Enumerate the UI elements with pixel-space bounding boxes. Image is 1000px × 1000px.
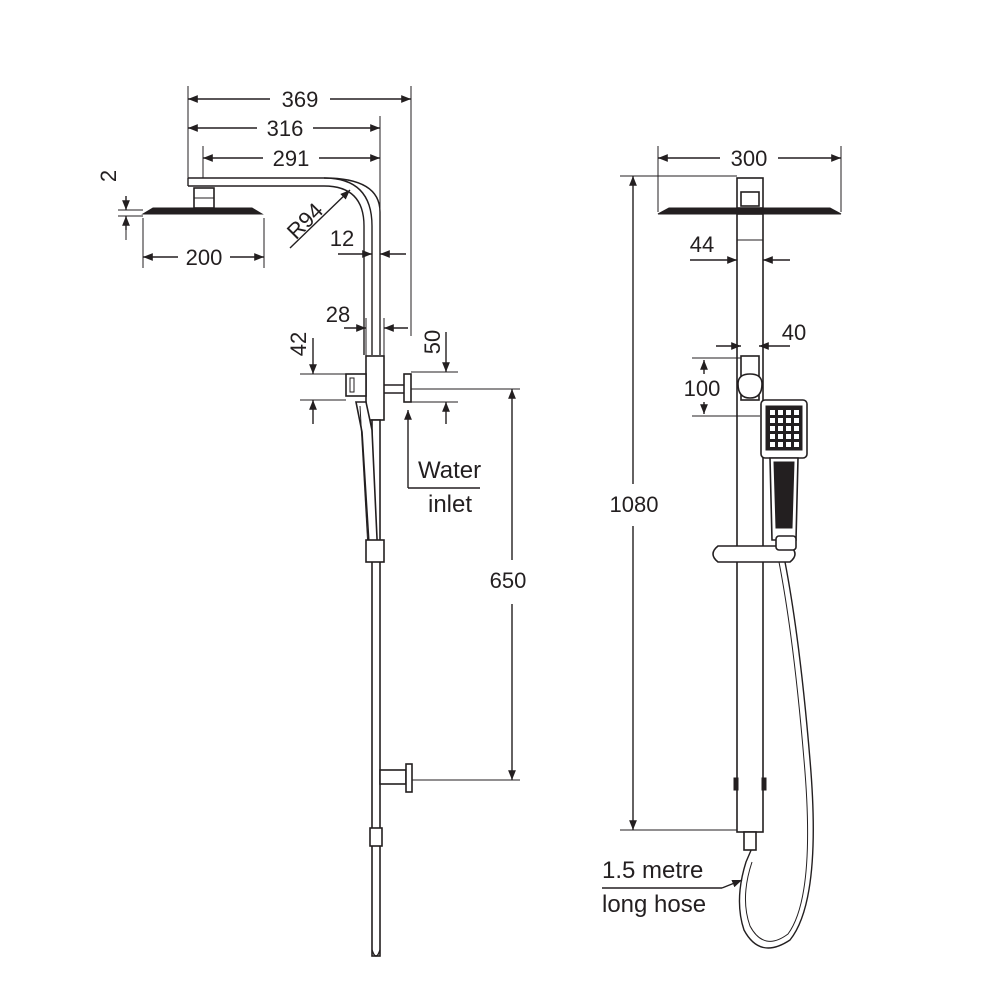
- front-view: 300 44 40 100: [602, 146, 842, 949]
- dim-40-label: 40: [782, 320, 806, 345]
- hose-front: [738, 561, 814, 949]
- dim-300-label: 300: [731, 146, 768, 171]
- dim-44-label: 44: [690, 232, 714, 257]
- hose-label-1: 1.5 metre: [602, 857, 703, 884]
- water-inlet-label-2: inlet: [428, 491, 472, 518]
- bottom-holder-side: [369, 827, 383, 847]
- riser-front: [736, 213, 764, 833]
- handshower-nozzles: [770, 410, 799, 447]
- dim-200-label: 200: [186, 245, 223, 270]
- dim-2-label: 2: [96, 170, 121, 182]
- dim-291-label: 291: [273, 146, 310, 171]
- diverter-knob: [345, 373, 367, 397]
- dim-12-label: 12: [330, 226, 354, 251]
- diverter-knob-front: [737, 373, 763, 399]
- diverter-body: [365, 355, 385, 421]
- dim-line-r94: [289, 189, 351, 249]
- dim-42-label: 42: [286, 332, 311, 356]
- wall-bracket-side: [379, 769, 407, 785]
- hose-front-inner: [744, 561, 809, 942]
- arm-curve: [323, 177, 381, 213]
- water-inlet-label-1: Water: [418, 457, 481, 484]
- hose-arrow: [721, 879, 743, 889]
- dim-369-label: 369: [282, 87, 319, 112]
- dim-316-label: 316: [267, 116, 304, 141]
- shower-head-side: [141, 207, 264, 215]
- dim-1080-label: 1080: [610, 492, 659, 517]
- dim-50-label: 50: [420, 330, 445, 354]
- arm-connector-front: [740, 191, 760, 207]
- wall-flange: [403, 373, 412, 403]
- dim-100-label: 100: [684, 376, 721, 401]
- hose-connector: [743, 831, 757, 851]
- hose-label-2: long hose: [602, 891, 706, 918]
- side-view: 369 316 291 2 200 R94: [96, 86, 527, 957]
- handshower-detail: [359, 405, 369, 549]
- slider-cup: [775, 535, 797, 551]
- dim-r94-label: R94: [282, 198, 328, 244]
- slider-side: [365, 539, 385, 563]
- gooseneck-arm-inner: [188, 185, 365, 355]
- dim-28-label: 28: [326, 302, 350, 327]
- dim-650-label: 650: [490, 568, 527, 593]
- rail-end: [371, 949, 381, 957]
- bracket-mark: [761, 777, 767, 791]
- knob-detail: [349, 377, 355, 393]
- shower-head-front: [657, 207, 842, 215]
- wall-bracket-flange: [405, 763, 413, 793]
- handle-inlay: [773, 461, 795, 529]
- bracket-mark: [733, 777, 739, 791]
